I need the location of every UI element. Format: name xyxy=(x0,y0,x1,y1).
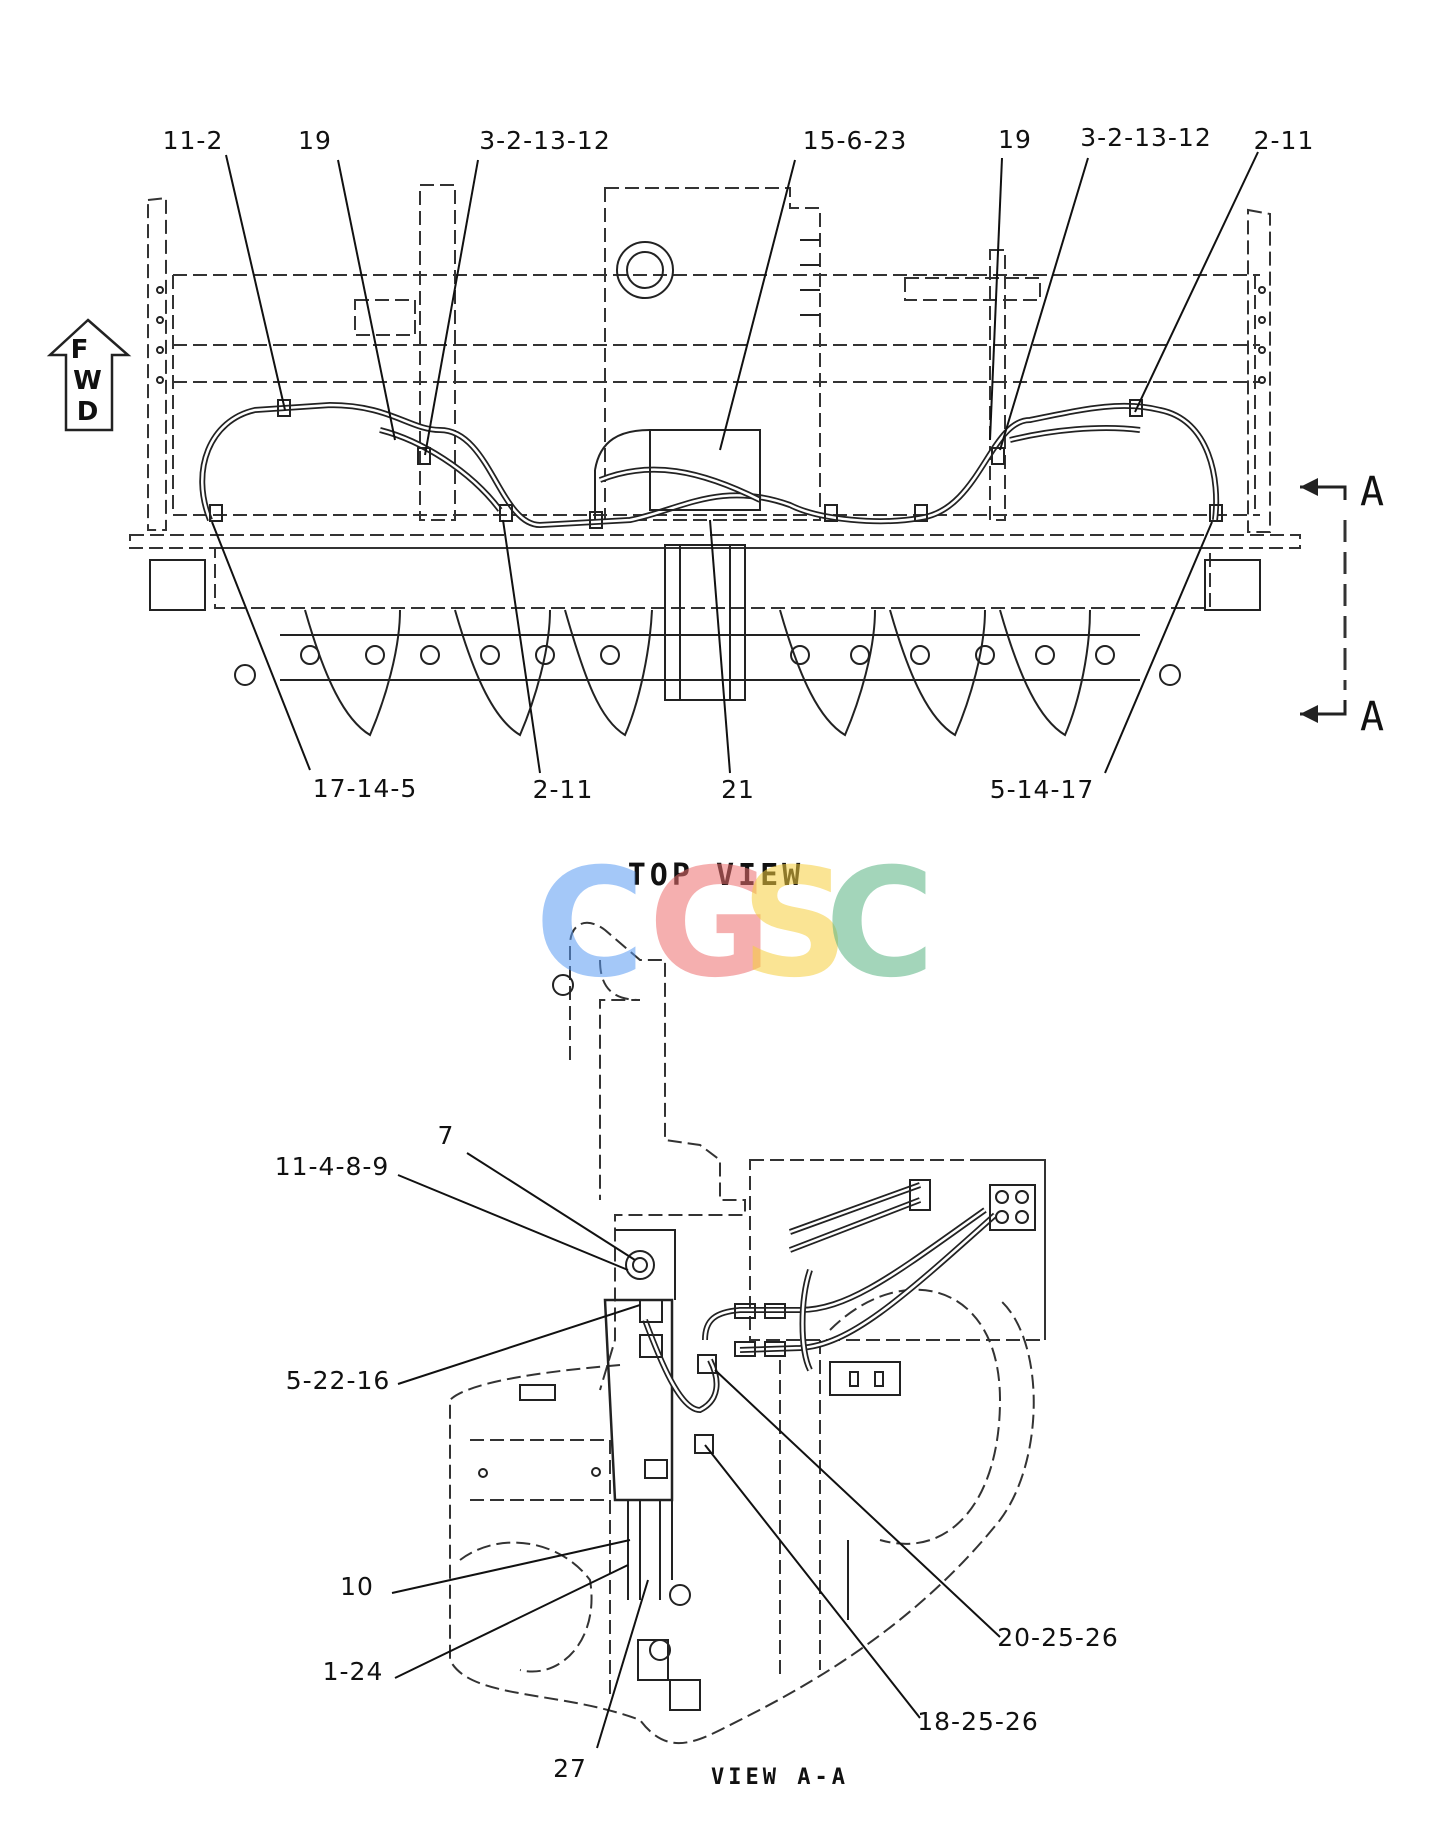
callout-3-2-13-12-right: 3-2-13-12 xyxy=(1080,123,1212,152)
section-mark-a-top: A xyxy=(1360,469,1384,515)
watermark-letter-c1: C xyxy=(535,837,645,1011)
watermark-letter-c2: C xyxy=(825,837,935,1011)
top-view-leaders xyxy=(211,151,1259,774)
callout-7: 7 xyxy=(438,1121,455,1150)
section-mark-a-bottom: A xyxy=(1360,694,1384,740)
view-aa-leaders xyxy=(391,1152,1001,1749)
callout-21: 21 xyxy=(721,775,755,804)
forward-arrow-icon xyxy=(46,318,132,432)
watermark-letter-g: G xyxy=(648,837,771,1011)
callout-5-22-16: 5-22-16 xyxy=(286,1366,391,1395)
top-view-drawing xyxy=(129,184,1301,737)
callout-2-11-bottom: 2-11 xyxy=(533,775,594,804)
callout-17-14-5: 17-14-5 xyxy=(313,774,418,803)
callout-5-14-17: 5-14-17 xyxy=(990,775,1095,804)
callout-27: 27 xyxy=(553,1754,587,1783)
fwd-letter-f: F xyxy=(71,335,90,365)
watermark-letter-s: S xyxy=(741,837,849,1011)
callout-19-left: 19 xyxy=(298,126,332,155)
callout-18-25-26: 18-25-26 xyxy=(917,1707,1038,1736)
callout-11-4-8-9: 11-4-8-9 xyxy=(275,1152,390,1181)
callout-20-25-26: 20-25-26 xyxy=(997,1623,1118,1652)
fwd-letter-w: W xyxy=(73,366,103,396)
callout-3-2-13-12-left: 3-2-13-12 xyxy=(479,126,611,155)
top-view-title: TOP VIEW xyxy=(628,858,805,893)
callout-15-6-23: 15-6-23 xyxy=(803,126,908,155)
cgsc-watermark-logo: C G S C xyxy=(535,837,935,1011)
callout-11-2: 11-2 xyxy=(163,126,224,155)
view-aa-title: VIEW A-A xyxy=(711,1765,849,1790)
view-aa-drawing xyxy=(449,921,1046,1745)
callout-10: 10 xyxy=(340,1572,374,1601)
callout-2-11-top: 2-11 xyxy=(1254,126,1315,155)
fwd-letter-d: D xyxy=(77,397,100,427)
callout-19-right: 19 xyxy=(998,125,1032,154)
callout-1-24: 1-24 xyxy=(323,1657,384,1686)
section-a-indicator xyxy=(1300,478,1347,723)
